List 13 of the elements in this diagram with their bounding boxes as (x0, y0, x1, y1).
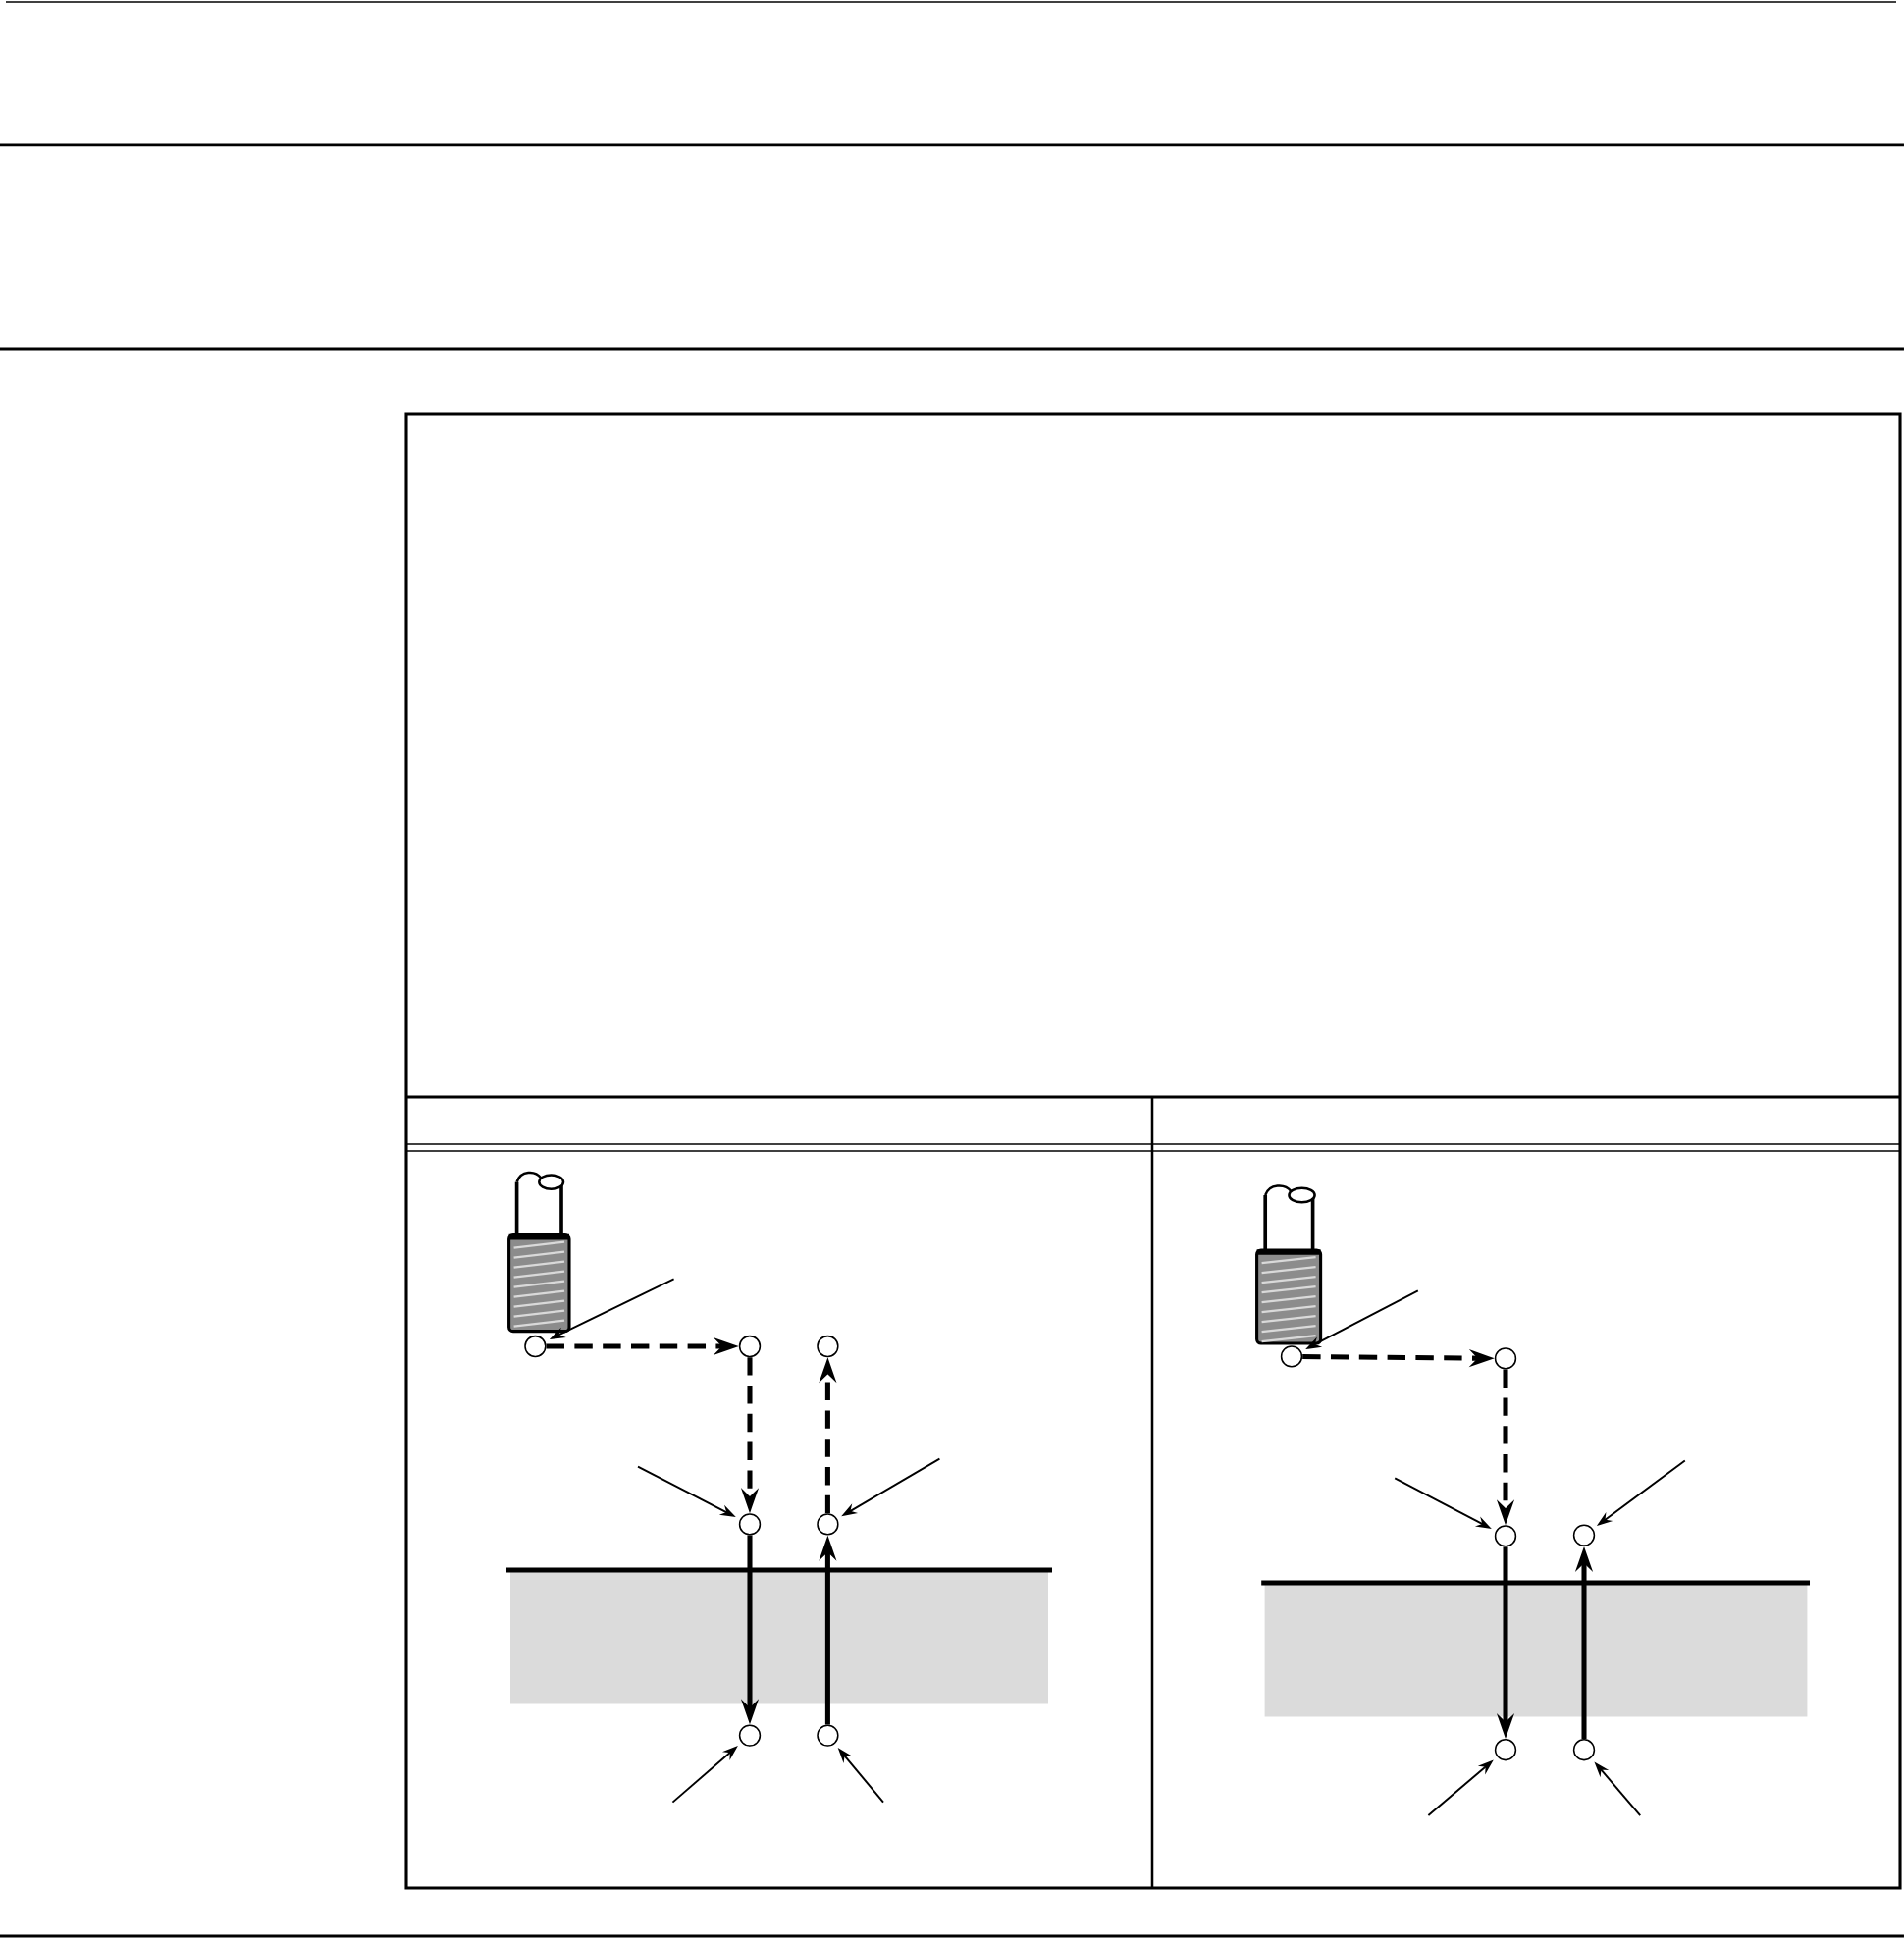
point-circle (1572, 1739, 1596, 1761)
point-circle (524, 1335, 547, 1358)
point-circle (817, 1724, 839, 1747)
point-circle (817, 1335, 839, 1358)
point-circle (1280, 1345, 1303, 1368)
point-circle (1494, 1525, 1517, 1547)
point-circle (738, 1724, 762, 1747)
point-circle (817, 1513, 839, 1536)
point-circle (738, 1513, 762, 1536)
point-circle (1494, 1347, 1517, 1370)
point-circle (738, 1335, 762, 1358)
point-circle (1494, 1739, 1517, 1761)
point-circle (1572, 1524, 1596, 1546)
